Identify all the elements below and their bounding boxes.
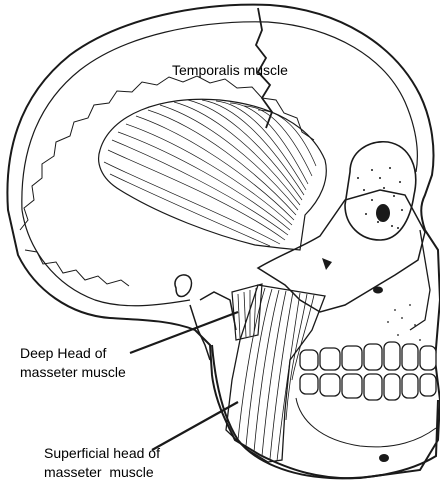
- deep-head-label-line1: Deep Head of: [20, 344, 126, 363]
- upper-teeth: [300, 342, 436, 370]
- maxilla-stipple: [387, 304, 421, 346]
- cranium-zigzag-lower: [25, 250, 129, 286]
- mental-foramen: [379, 454, 389, 462]
- mastoid-process: [190, 305, 210, 360]
- deep-head-label: Deep Head of masseter muscle: [20, 344, 126, 382]
- superficial-head-label-line1: Superficial head of: [44, 444, 160, 463]
- mandible-inner: [296, 398, 436, 447]
- superficial-head-leader: [152, 402, 238, 450]
- infraorbital-foramen: [373, 287, 383, 294]
- temporalis-muscle: [99, 99, 327, 250]
- ear-canal: [175, 275, 192, 297]
- superficial-head-label: Superficial head of masseter muscle: [44, 444, 160, 482]
- deep-head-label-line2: masseter muscle: [20, 363, 126, 382]
- zygomatic-arch: [258, 190, 425, 312]
- nasal-region: [410, 230, 430, 330]
- orbit: [345, 142, 416, 240]
- superficial-head-label-line2: masseter muscle: [44, 463, 160, 482]
- lower-teeth: [300, 374, 436, 400]
- temporalis-label: Temporalis muscle: [172, 61, 288, 80]
- deep-head-leader: [130, 312, 238, 353]
- optic-foramen: [376, 204, 390, 222]
- temporal-notch: [322, 258, 332, 270]
- cranium-inner-border: [22, 22, 418, 210]
